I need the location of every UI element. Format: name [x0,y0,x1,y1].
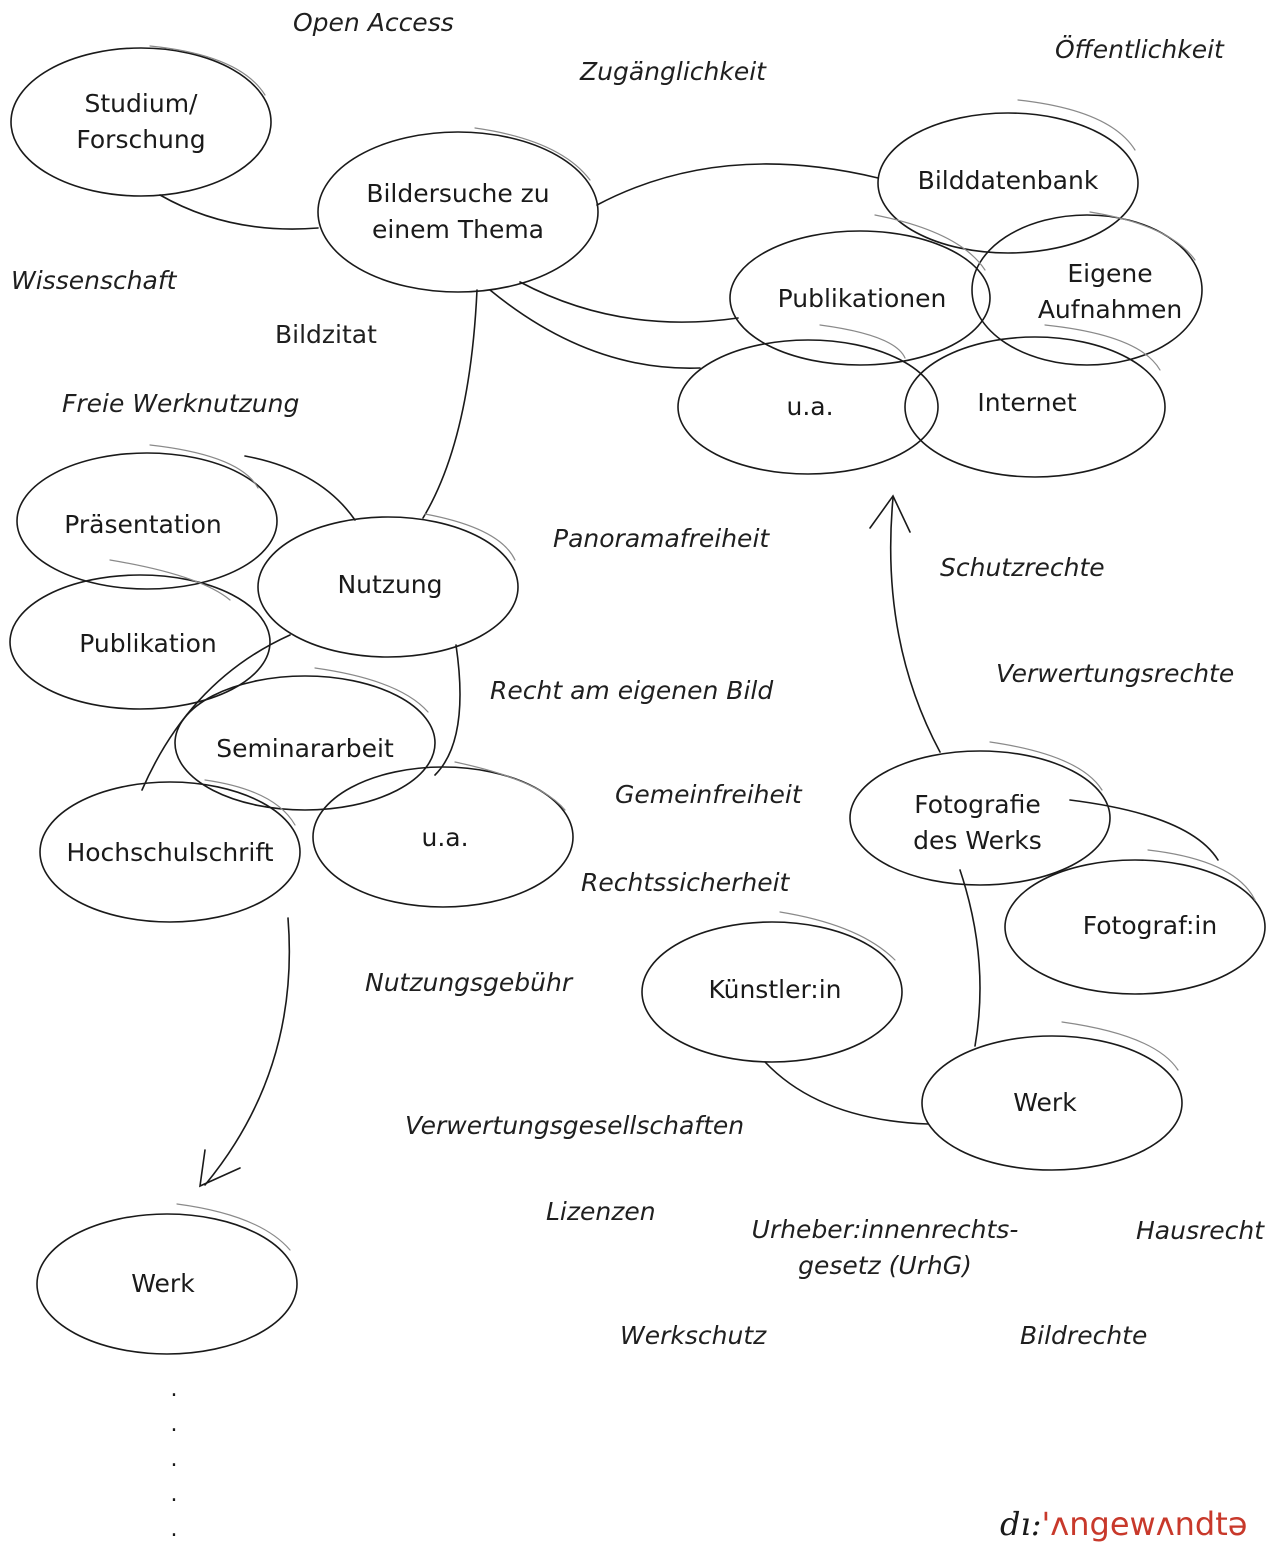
ellipse-fotografie [849,750,1111,886]
keyword-recht-am-bild: Recht am eigenen Bild [490,676,774,705]
node-praesentation: Präsentation [64,510,222,539]
sketch-flick [819,324,906,359]
node-fotograf: Fotograf:in [1082,911,1218,940]
sketch-flick [204,779,296,826]
ellipse-internet [904,336,1166,478]
sketch-flick [149,45,266,96]
link-praesentation-nutzung [244,455,356,521]
keyword-verwertungsgesellschaften: Verwertungsgesellschaften [405,1111,745,1140]
keyword-panoramafreiheit: Panoramafreiheit [553,524,770,553]
keyword-wissenschaft: Wissenschaft [11,266,177,295]
arrow-fotografie-to-sources [889,497,941,753]
ellipse-praesentation [16,452,278,590]
link-bildersuche-ua [489,289,701,369]
keyword-freie-werknutzung: Freie Werknutzung [62,389,300,418]
link-kuenstler-werk [764,1061,929,1125]
node-ua-mid: u.a. [421,823,469,852]
node-ua-top: u.a. [786,392,834,421]
keyword-zugaenglichkeit: Zugänglichkeit [580,57,766,86]
keyword-rechtssicherheit: Rechtssicherheit [581,868,790,897]
ellipse-bildersuche [317,131,599,293]
keyword-oeffentlichkeit: Öffentlichkeit [1055,35,1224,64]
node-nutzung: Nutzung [337,570,443,599]
node-werk-left: Werk [131,1269,195,1298]
angewandte-logo: dı:'ʌngewʌndtə [1000,1505,1247,1543]
node-eigene: Eigene Aufnahmen [1037,259,1183,324]
sketch-flick [1061,1021,1179,1071]
arrow-head-up [869,494,911,533]
ellipse-nutzung [257,516,519,658]
ellipse-bilddatenbank [877,112,1139,254]
sketch-flick [474,127,591,181]
keyword-lizenzen: Lizenzen [546,1197,656,1226]
ellipse-studium [10,47,272,197]
sketch-flick [424,513,516,561]
ellipse-eigene [971,214,1203,366]
ellipse-werk-left [36,1213,298,1355]
sketch-flick [989,741,1103,791]
keyword-hausrecht: Hausrecht [1136,1216,1265,1245]
sketch-flick [314,667,429,713]
node-publikationen: Publikationen [777,284,947,313]
keyword-schutzrechte: Schutzrechte [940,553,1105,582]
link-bildersuche-publikationen [519,281,739,323]
sketch-flick [1044,324,1161,371]
node-studium: Studium/ Forschung [76,89,206,154]
link-nutzung-hochschulschrift [141,634,291,791]
link-studium-bildersuche [159,194,319,230]
sketch-flick [149,444,259,489]
link-werk-fotografie [959,869,981,1047]
keyword-bildzitat: Bildzitat [275,320,377,349]
arrow-nutzung-to-werk [204,917,291,1186]
link-bildersuche-nutzung [422,289,478,519]
keyword-open-access: Open Access [293,8,454,37]
ellipse-publikation [9,574,271,710]
keyword-urhg: Urheber:innenrechts- gesetz (UrhG) [751,1215,1019,1280]
sketch-flick [1017,99,1136,151]
node-werk-right: Werk [1013,1088,1077,1117]
ellipse-fotograf [1004,859,1266,995]
keyword-verwertungsrechte: Verwertungsrechte [996,659,1235,688]
ellipse-seminararbeit [174,675,436,811]
ellipse-ua-top [677,339,939,475]
sketch-flick [1089,211,1196,261]
link-fotografie-fotograf [1069,799,1219,861]
keyword-nutzungsgebuehr: Nutzungsgebühr [365,968,573,997]
sketch-flick [109,559,231,601]
ellipse-publikationen [729,230,991,366]
ellipse-kuenstler [641,921,903,1063]
node-bildersuche: Bildersuche zu einem Thema [366,179,550,244]
arrow-head-down [199,1149,241,1188]
node-fotografie: Fotografie des Werks [913,790,1042,855]
ellipse-ua-mid [312,766,574,908]
keyword-werkschutz: Werkschutz [620,1321,767,1350]
link-bildersuche-bilddatenbank [596,163,879,206]
ellipse-hochschulschrift [39,781,301,923]
sketch-flick [1147,849,1256,901]
keyword-gemeinfreiheit: Gemeinfreiheit [615,780,802,809]
logo-part-b: 'ʌngewʌndtə [1041,1505,1248,1543]
node-internet: Internet [977,388,1077,417]
ellipse-werk-right [921,1035,1183,1171]
node-seminararbeit: Seminararbeit [216,734,394,763]
sketch-flick [176,1203,291,1251]
link-nutzung-ua [434,644,461,776]
node-publikation: Publikation [79,629,217,658]
continuation-dots: . . . . . [170,1377,178,1542]
node-bilddatenbank: Bilddatenbank [917,166,1099,195]
sketch-flick [454,761,566,811]
keyword-bildrechte: Bildrechte [1020,1321,1148,1350]
logo-part-a: dı: [1000,1505,1042,1543]
node-hochschulschrift: Hochschulschrift [66,838,274,867]
sketch-flick [874,214,986,271]
sketch-flick [779,911,896,961]
node-kuenstler: Künstler:in [708,975,842,1004]
